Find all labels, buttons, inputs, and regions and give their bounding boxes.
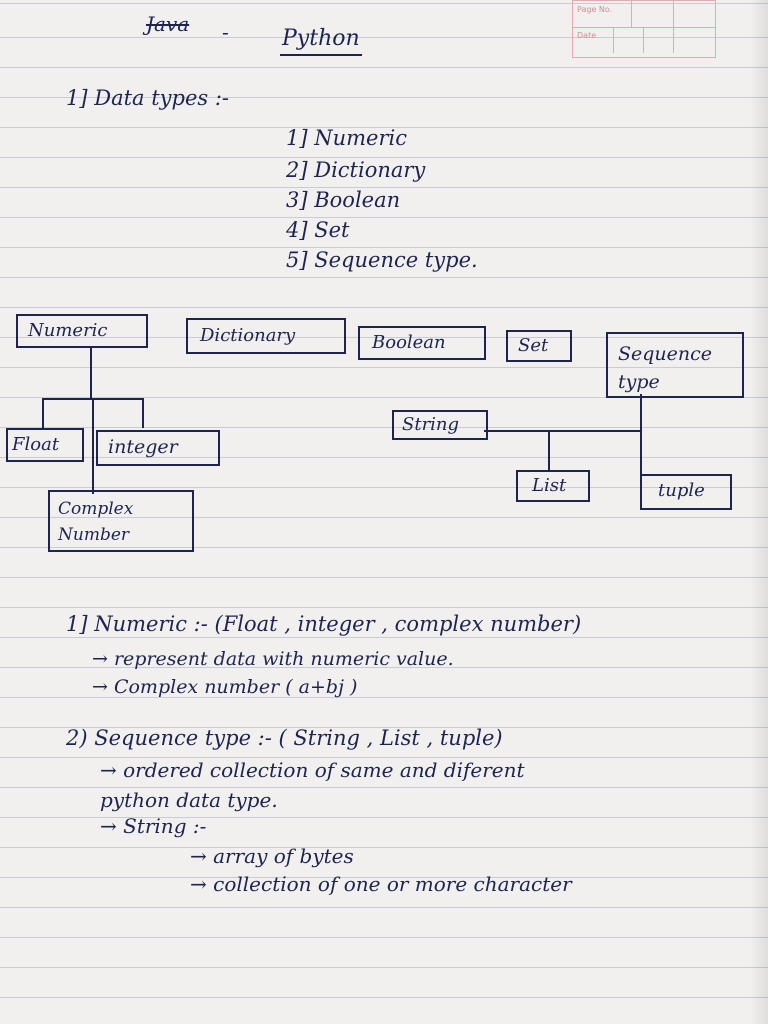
data-type-item: 4] Set — [286, 218, 350, 242]
title-underline — [280, 54, 362, 56]
page-title: Python — [282, 26, 360, 51]
page-edge-shadow — [750, 0, 768, 1024]
tuple-box: tuple — [640, 474, 732, 510]
numeric-box: Numeric — [16, 314, 148, 348]
numeric-note-line: → represent data with numeric value. — [92, 648, 454, 670]
integer-connector — [142, 398, 144, 428]
date-row: Date — [573, 27, 715, 53]
string-note-line: → array of bytes — [190, 844, 354, 868]
string-note-heading: → String :- — [100, 814, 207, 838]
boolean-box: Boolean — [358, 326, 486, 360]
dictionary-box: Dictionary — [186, 318, 346, 354]
sequence-note-line: → ordered collection of same and diferen… — [100, 758, 525, 782]
date-label: Date — [577, 31, 597, 40]
set-box: Set — [506, 330, 572, 362]
complex-connector — [92, 400, 94, 494]
complex-number-box: Complex Number — [48, 490, 194, 552]
numeric-stem — [90, 346, 92, 400]
page-number-row: Page No. — [573, 1, 715, 28]
string-note-line: → collection of one or more character — [190, 872, 572, 896]
string-connector — [484, 430, 642, 432]
data-type-item: 5] Sequence type. — [286, 248, 478, 272]
sequence-type-box: Sequence type — [606, 332, 744, 398]
float-connector — [42, 398, 44, 428]
numeric-note-heading: 1] Numeric :- (Float , integer , complex… — [66, 612, 582, 636]
string-box: String — [392, 410, 488, 440]
numeric-branch — [42, 398, 144, 400]
page-number-date-box: Page No. Date — [572, 0, 716, 58]
integer-box: integer — [96, 430, 220, 466]
list-box: List — [516, 470, 590, 502]
data-type-item: 1] Numeric — [286, 126, 407, 150]
data-type-item: 2] Dictionary — [286, 158, 426, 182]
page-number-label: Page No. — [577, 5, 613, 14]
data-type-item: 3] Boolean — [286, 188, 401, 212]
sequence-stem — [640, 394, 642, 474]
list-connector — [548, 430, 550, 470]
float-box: Float — [6, 428, 84, 462]
sequence-note-heading: 2) Sequence type :- ( String , List , tu… — [66, 726, 503, 750]
struck-title: Java — [146, 12, 190, 36]
numeric-note-line: → Complex number ( a+bj ) — [92, 676, 358, 698]
sequence-note-line: python data type. — [100, 788, 278, 812]
data-types-heading: 1] Data types :- — [66, 86, 230, 110]
